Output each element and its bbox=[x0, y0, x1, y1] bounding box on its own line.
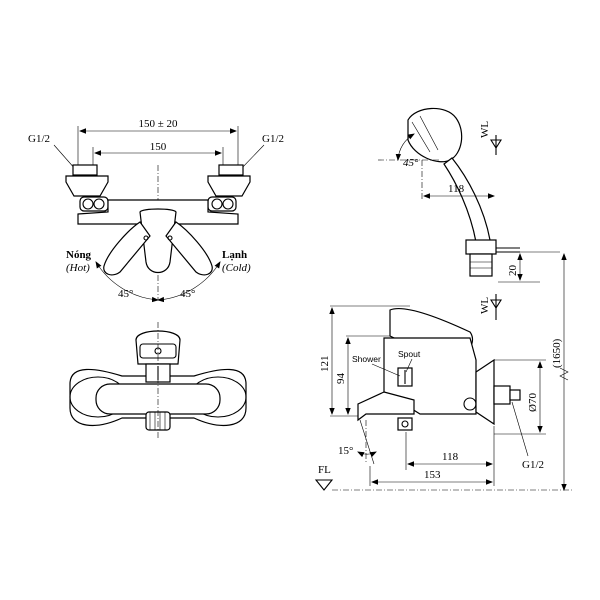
side-view: WL 45° 118 20 WL bbox=[314, 107, 572, 491]
head-angle-label: 45° bbox=[403, 157, 419, 169]
leader-line bbox=[511, 401, 529, 457]
union-bolt bbox=[211, 198, 223, 210]
union-bolt bbox=[93, 198, 105, 210]
wl-upper-triangle bbox=[490, 139, 502, 150]
dim-body-height-label: 94 bbox=[335, 373, 347, 385]
thread-right-label: G1/2 bbox=[262, 133, 284, 145]
nut bbox=[72, 164, 98, 176]
holder-base bbox=[469, 253, 493, 277]
wall-flange bbox=[475, 358, 495, 426]
wl-lower-triangle bbox=[490, 299, 502, 310]
left-connector bbox=[65, 164, 109, 212]
thread-left-label: G1/2 bbox=[28, 133, 50, 145]
lever-cold-position bbox=[165, 221, 213, 276]
dim-holder-label: 20 bbox=[507, 265, 519, 277]
cold-label-vn: Lạnh bbox=[222, 249, 247, 261]
union-bolt bbox=[222, 198, 234, 210]
union-bolt bbox=[82, 198, 94, 210]
shower-face bbox=[419, 115, 439, 151]
side-union bbox=[493, 385, 511, 405]
dim-flange-label: Ø70 bbox=[527, 393, 539, 412]
side-nut bbox=[509, 389, 521, 401]
side-thread-label: G1/2 bbox=[522, 459, 544, 471]
pivot-marker bbox=[143, 235, 149, 241]
wl-lower-label: WL bbox=[479, 297, 491, 314]
dim-total-height-label: 121 bbox=[319, 356, 331, 373]
dim-handshower-offset: 118 bbox=[448, 183, 465, 195]
angle-arc-spout bbox=[357, 451, 377, 458]
dim-height-label: (1650) bbox=[551, 338, 563, 368]
wl-upper-label: WL bbox=[479, 121, 491, 138]
hot-label-vn: Nóng bbox=[66, 249, 92, 261]
angle-arc-right bbox=[157, 261, 221, 303]
leader-line bbox=[405, 358, 413, 373]
front-view: 150 ± 20 150 G1/2 G1/2 bbox=[28, 118, 284, 303]
side-bolt bbox=[463, 397, 477, 411]
mixer-side bbox=[357, 308, 521, 431]
eccentric-union bbox=[207, 175, 251, 197]
spout-nut bbox=[397, 417, 413, 431]
spout-angle-label: 15° bbox=[338, 445, 353, 457]
angle-ref-line bbox=[359, 419, 375, 465]
shower-label: Shower bbox=[352, 354, 381, 364]
angle-left-label: 45° bbox=[118, 288, 133, 300]
spout-label: Spout bbox=[398, 349, 421, 359]
leader-line bbox=[239, 144, 265, 171]
pivot-marker bbox=[167, 235, 173, 241]
spout-nut-hole bbox=[401, 420, 409, 428]
floor-level-label: FL bbox=[318, 464, 331, 476]
cold-label-en: (Cold) bbox=[222, 262, 251, 274]
lever-hot-position bbox=[103, 221, 151, 276]
right-connector bbox=[207, 164, 251, 212]
spout bbox=[357, 391, 415, 422]
top-view bbox=[69, 322, 247, 440]
eccentric-union bbox=[65, 175, 109, 197]
shower-head bbox=[407, 107, 463, 163]
dim-spout-153-label: 153 bbox=[424, 469, 441, 481]
hot-label-en: (Hot) bbox=[66, 262, 90, 274]
leader-line bbox=[371, 363, 401, 377]
nut bbox=[218, 164, 244, 176]
fl-triangle bbox=[314, 479, 334, 491]
shower-handle bbox=[443, 157, 491, 243]
break-symbol bbox=[559, 367, 569, 381]
angle-arc-left bbox=[95, 261, 159, 303]
dim-outer-label: 150 ± 20 bbox=[138, 118, 178, 130]
shower-holder bbox=[465, 239, 497, 255]
leader-line bbox=[53, 144, 77, 171]
shower-face bbox=[411, 121, 431, 153]
dim-inner-label: 150 bbox=[150, 141, 167, 153]
dim-spout-118-label: 118 bbox=[442, 451, 459, 463]
angle-right-label: 45° bbox=[180, 288, 195, 300]
angle-arc-head bbox=[395, 133, 415, 161]
